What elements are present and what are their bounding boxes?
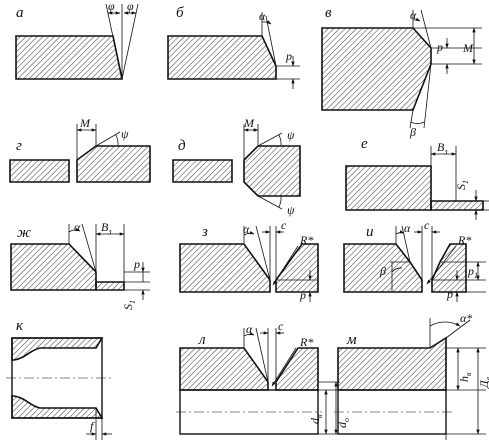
S-label: S1 [121,300,137,310]
S-label: S1 [454,180,470,190]
M-label: M [462,41,474,55]
f-label: f [90,419,95,433]
p1-label: p1 [467,264,478,280]
plate-left-zh [10,243,97,291]
panel-letter: б [176,5,184,21]
panel-b: б α p [167,5,300,89]
alpha-label: α [74,220,81,234]
panel-e: е Bз S1 [345,136,489,220]
alpha-label: α [410,8,417,22]
panel-m: м α* hв Дв [334,311,489,440]
d-outer-label: dо [335,418,351,428]
panel-d: д M ψ ψ [172,116,301,217]
panel-g: г M ψ [9,116,151,183]
R-label: R* [299,233,313,247]
plate-right-z [275,243,319,293]
plate-right-i [431,243,467,293]
plate-right-e [430,200,484,211]
panel-letter: д [178,138,186,154]
alpha-star-label: α* [460,311,472,325]
plate-edge-b [167,35,277,80]
c-label: c [278,319,284,333]
B-label: Bз [437,140,447,156]
panel-k: к f [6,318,112,440]
psi-bottom-label: ψ [287,203,295,217]
plate-edge-a [15,35,123,80]
panel-l: л α c R* dв dо [176,319,351,435]
alpha-label: α [246,322,253,336]
p-label: p [446,287,453,301]
plate-left-d [172,159,233,183]
M-label: M [243,116,255,130]
p-label: p [133,257,140,271]
panel-a: а φ φ [15,0,139,80]
psi-top-label: ψ [287,128,295,142]
beta-label: β [379,264,386,278]
phi-label-left: φ [108,0,115,13]
psi-label: ψ [121,127,129,141]
panel-z: з α c R* p [179,218,319,302]
beta-label: β [409,125,416,139]
phi-label-right: φ [127,0,134,13]
plate-left-g [9,159,70,183]
pipe-left-l [179,347,269,391]
panel-zh: ж α Bз p S1 [10,220,150,310]
pipe-right-l [275,347,319,391]
p-label: p [299,288,306,302]
panel-letter: л [198,332,206,348]
alpha-label: α [259,9,266,23]
panel-letter: е [361,136,368,152]
panel-letter: к [16,318,24,334]
p-label: p [436,40,443,54]
panel-i: и α c R* β p1 p [343,218,486,302]
panel-letter: з [201,224,208,240]
R-label: R* [457,233,471,247]
pipe-wall-top [11,337,104,361]
plate-right-d [243,145,301,197]
pipe-wall-bottom [11,395,104,419]
plate-edge-v [321,27,432,111]
R-label: R* [299,335,313,349]
panel-letter: в [325,5,332,21]
alpha-label: α [404,221,411,235]
panel-letter: м [346,332,357,348]
c-label: c [424,218,430,232]
c-label: c [281,218,287,232]
h-label: hв [457,372,473,382]
panel-letter: и [366,224,374,240]
D-label: Дв [477,376,489,389]
panel-letter: ж [17,225,31,241]
M-label: M [79,116,91,130]
plate-left-z [179,243,271,293]
panel-letter: г [16,138,22,154]
p-label: p [285,49,292,63]
alpha-label: α [243,222,250,236]
panel-letter: а [16,5,24,21]
plate-right-g [76,145,151,183]
B-label: Bз [101,220,111,236]
panel-v: в α p M β [321,5,482,139]
d-inner-label: dв [308,414,324,424]
plate-left-e [345,165,432,211]
plate-right-zh [95,281,125,291]
